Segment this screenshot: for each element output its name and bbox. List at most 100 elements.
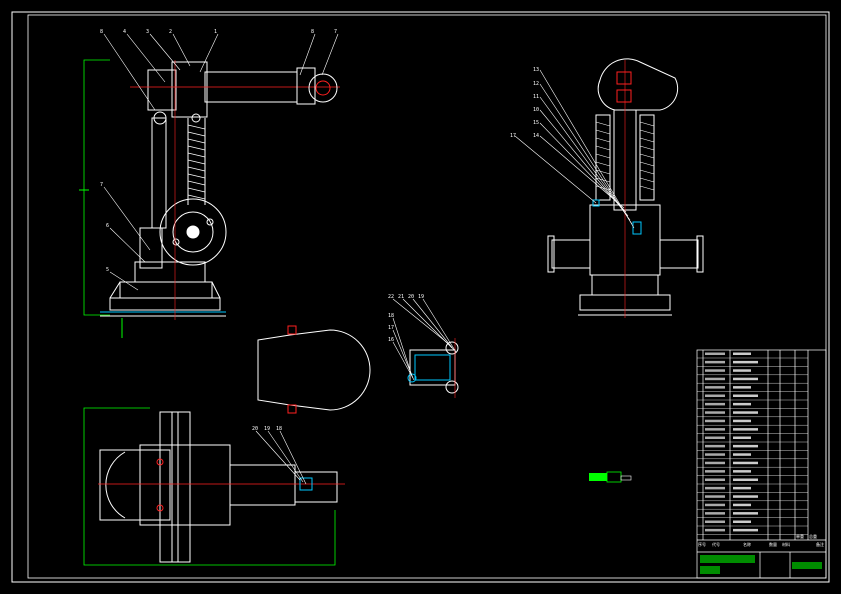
parts-row-code-mark (705, 495, 725, 498)
parts-row-text-mark (733, 461, 758, 465)
mount-hole (287, 404, 297, 414)
arm-body (229, 464, 296, 506)
parts-row-code-mark (705, 428, 725, 431)
wrist-flange (308, 73, 338, 103)
balloon-label: 14 (533, 133, 539, 139)
side-view-balloons: 8 4 3 2 1 8 7 7 6 5 (100, 29, 337, 273)
balloon-label: 17 (388, 325, 394, 331)
housing-body (139, 444, 231, 526)
cam-profile (257, 329, 371, 411)
balloon-label: 15 (533, 120, 539, 126)
parts-row-code-mark (705, 453, 725, 456)
wrist-flange-inner (315, 80, 331, 96)
upper-arm-link (151, 117, 167, 229)
waist-housing (139, 227, 163, 269)
parts-row-code-mark (705, 503, 725, 507)
plan-view-balloons: 20 19 18 (252, 426, 282, 432)
balloon-label: 11 (533, 94, 539, 100)
section-detail (407, 338, 459, 398)
balloon-label: 6 (106, 223, 109, 229)
shoulder-gear-pin (186, 225, 200, 239)
right-motor-cap (696, 235, 704, 273)
parts-row-text-mark (733, 436, 751, 439)
parts-row-code-mark (705, 386, 725, 389)
section-highlight (632, 221, 642, 235)
header-cell: 单重 (796, 533, 804, 539)
balloon-label: 4 (123, 29, 126, 35)
parts-list-rows (697, 352, 808, 535)
header-cell: 材料 (782, 541, 790, 547)
parts-row-text-mark (733, 495, 758, 498)
section-highlight (592, 199, 600, 207)
plan-dimension-frame (83, 407, 336, 566)
bolt-hole (156, 458, 164, 466)
parts-row-text-mark (733, 444, 758, 448)
parts-row-code-mark (705, 444, 725, 448)
plan-view (83, 407, 345, 566)
bolt-hole (156, 504, 164, 512)
right-view-balloons: 13 12 11 10 15 14 17 (510, 67, 539, 139)
parts-row-text-mark (733, 369, 751, 372)
detail-inner (414, 354, 451, 381)
base-outline (99, 449, 171, 521)
title-block (696, 349, 827, 579)
header-cell: 数量 (769, 541, 777, 547)
bolt-hole (172, 238, 180, 246)
parts-row-code-mark (705, 470, 725, 473)
forearm-joint-collar (147, 69, 177, 111)
side-view (79, 59, 340, 338)
left-motor (551, 239, 591, 269)
balloon-label: 18 (276, 426, 282, 432)
balloon-label: 22 (388, 294, 394, 300)
balloon-label: 20 (252, 426, 258, 432)
detail-bearing (445, 380, 459, 394)
header-cell: 序号 (698, 541, 706, 547)
side-view-leaders (103, 33, 339, 291)
parts-row-code-mark (705, 486, 725, 490)
spring-coil (187, 124, 206, 200)
gripper-detail (299, 477, 313, 491)
parts-row-code-mark (705, 461, 725, 465)
parts-row-text-mark (733, 486, 751, 490)
detail-bearing (445, 341, 459, 355)
balloon-label: 10 (533, 107, 539, 113)
base-slope (109, 281, 221, 299)
parts-row-text-mark (733, 411, 758, 414)
mount-hole (287, 325, 297, 335)
balloon-label: 21 (398, 294, 404, 300)
parts-row-code-mark (705, 411, 725, 414)
column-right-spring (639, 114, 655, 201)
base-arc (105, 451, 126, 519)
forearm-joint-block (171, 61, 208, 118)
parts-row-code-mark (705, 402, 725, 406)
parts-row-text-mark (733, 377, 758, 381)
spring-anchor (191, 113, 201, 123)
cam-plate (597, 58, 679, 111)
side-view-dimension-frame (83, 59, 110, 316)
right-motor (659, 239, 699, 269)
parts-row-code-mark (705, 436, 725, 439)
small-green-part (589, 471, 632, 483)
balloon-label: 8 (100, 29, 103, 35)
parts-row-code-mark (705, 369, 725, 372)
header-cell: 备注 (816, 541, 824, 547)
column-left-spring (595, 114, 611, 201)
parts-list-header: 序号 代号 名称 数量 材料 单重 总重 备注 (698, 533, 824, 547)
title-block-fill (700, 555, 822, 574)
parts-row-text-mark (733, 402, 751, 406)
balloon-label: 16 (388, 337, 394, 343)
balloon-label: 12 (533, 81, 539, 87)
shaft-column (159, 411, 191, 563)
balloon-label: 2 (169, 29, 172, 35)
gripper-body (294, 471, 338, 503)
cam-window (616, 71, 632, 85)
cam-window (616, 89, 632, 103)
plan-view-leaders (255, 430, 307, 485)
detail-leaders (392, 298, 457, 381)
balloon-label: 1 (214, 29, 217, 35)
shoulder-gear (159, 198, 227, 266)
balloon-label: 7 (334, 29, 337, 35)
balloon-label: 3 (146, 29, 149, 35)
bolt-hole (206, 218, 214, 226)
